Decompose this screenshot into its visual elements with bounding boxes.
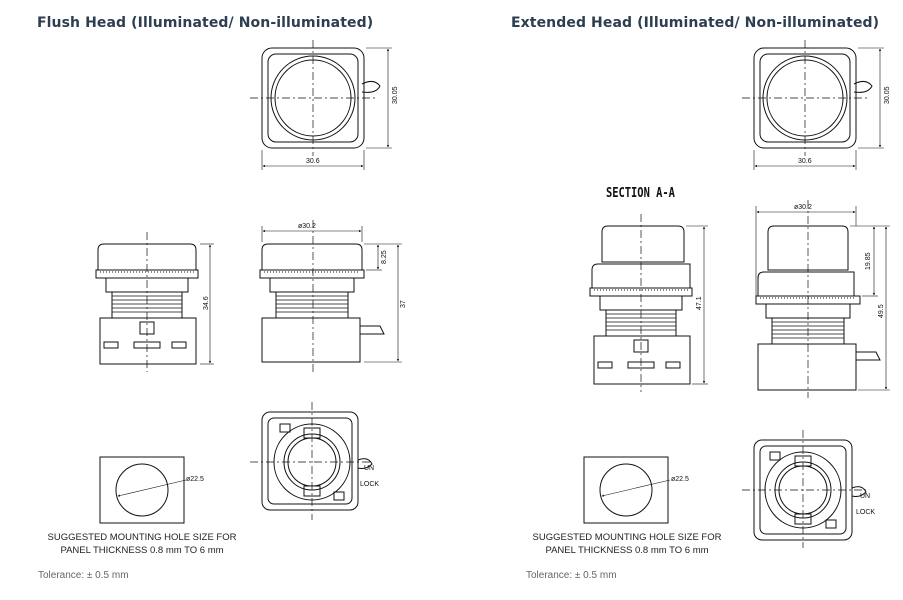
flush-side-height-dim: 34.6 xyxy=(203,296,210,310)
flush-mounting-note-line2: PANEL THICKNESS 0.8 mm TO 6 mm xyxy=(60,545,224,556)
flush-top-height-dim: 30.05 xyxy=(392,86,399,104)
extended-mounting-note: SUGGESTED MOUNTING HOLE SIZE FOR PANEL T… xyxy=(512,531,742,557)
flush-top-width-dim: 30.6 xyxy=(306,158,320,165)
flush-side-view-right xyxy=(259,220,402,372)
extended-mounting-note-line1: SUGGESTED MOUNTING HOLE SIZE FOR xyxy=(532,532,722,543)
flush-dimension-labels: 30.6 30.05 ø30.2 8.25 37 34.6 ø22.5 UN L… xyxy=(186,86,407,488)
extended-dimension-labels: 30.6 30.05 ø30.2 19.85 49.5 47.1 ø22.5 U… xyxy=(671,86,891,516)
extended-side-height-dim: 47.1 xyxy=(696,296,703,310)
section-label: SECTION A-A xyxy=(606,186,675,201)
flush-bottom-view xyxy=(250,402,373,520)
flush-total-height-dim: 37 xyxy=(400,300,407,308)
flush-head-height-dim: 8.25 xyxy=(381,250,388,264)
extended-total-height-dim: 49.5 xyxy=(878,304,885,318)
flush-diameter-dim: ø30.2 xyxy=(298,223,316,230)
flush-tolerance: Tolerance: ± 0.5 mm xyxy=(38,570,129,581)
extended-top-view xyxy=(742,40,884,170)
extended-head-heading: Extended Head (Illuminated/ Non-illumina… xyxy=(511,15,880,31)
extended-mounting-hole xyxy=(583,456,671,524)
extended-top-width-dim: 30.6 xyxy=(798,158,812,165)
flush-hole-dim: ø22.5 xyxy=(186,476,204,483)
flush-mounting-note-line1: SUGGESTED MOUNTING HOLE SIZE FOR xyxy=(47,532,237,543)
flush-top-view xyxy=(250,40,392,170)
extended-bottom-view xyxy=(742,430,867,548)
flush-side-view-left xyxy=(95,232,214,372)
flush-mounting-hole xyxy=(99,456,187,524)
extended-head-height-dim: 19.85 xyxy=(865,252,872,270)
extended-diameter-dim: ø30.2 xyxy=(794,204,812,211)
flush-head-heading: Flush Head (Illuminated/ Non-illuminated… xyxy=(37,15,374,31)
flush-mounting-note: SUGGESTED MOUNTING HOLE SIZE FOR PANEL T… xyxy=(27,531,257,557)
extended-unlock-label: UN xyxy=(860,493,870,500)
flush-unlock-label: UN xyxy=(364,465,374,472)
extended-top-height-dim: 30.05 xyxy=(884,86,891,104)
extended-lock-label: LOCK xyxy=(856,509,875,516)
flush-lock-label: LOCK xyxy=(360,481,379,488)
extended-side-view-right xyxy=(755,200,890,398)
extended-tolerance: Tolerance: ± 0.5 mm xyxy=(526,570,617,581)
extended-mounting-note-line2: PANEL THICKNESS 0.8 mm TO 6 mm xyxy=(545,545,709,556)
extended-section-view xyxy=(589,214,708,392)
extended-hole-dim: ø22.5 xyxy=(671,476,689,483)
